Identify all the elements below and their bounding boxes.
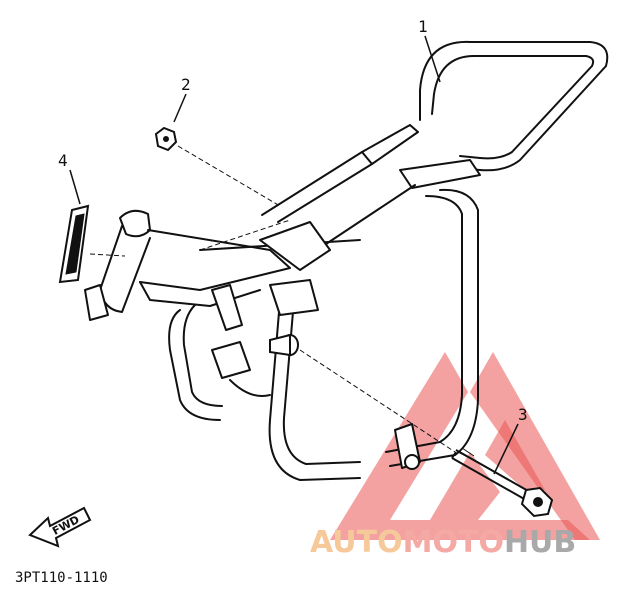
nut-part-2 [154,126,178,152]
bushing [269,333,299,357]
watermark-hub: HUB [504,525,576,560]
leader-lines [89,145,456,453]
watermark-moto: MOTO [403,525,504,560]
callout-leaders [69,35,519,475]
main-frame-part-1 [84,40,609,481]
watermark-text: AUTOMOTOHUB [310,525,576,560]
callout-4: 4 [58,151,68,170]
bolt-part-3 [451,447,554,518]
grommet-part-4 [58,204,90,284]
svg-text:AUTOMOTOHUB: AUTOMOTOHUB [310,525,576,560]
callout-1: 1 [418,17,428,36]
callout-2: 2 [181,75,191,94]
part-code: 3PT110-1110 [15,570,108,586]
callout-3: 3 [518,405,528,424]
forward-arrow-icon: FWD [28,506,92,548]
watermark-logo-icon [330,352,600,540]
watermark-auto: AUTO [310,525,403,560]
